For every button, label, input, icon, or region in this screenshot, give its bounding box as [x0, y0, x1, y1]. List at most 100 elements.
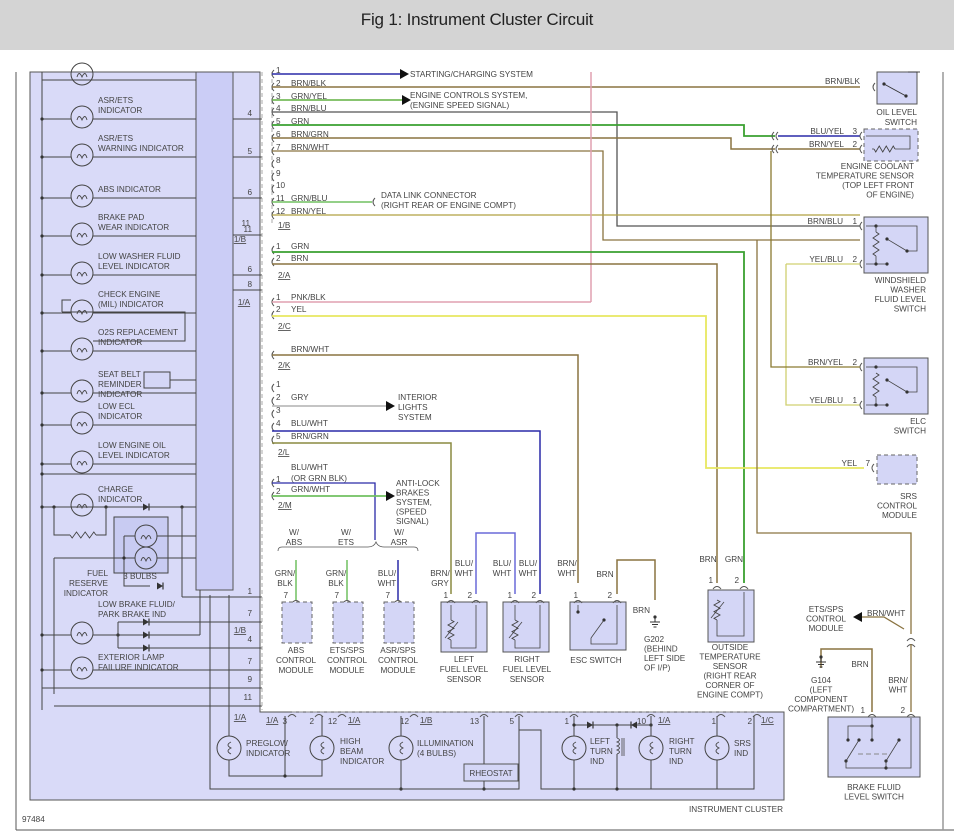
bus-junction: [40, 311, 44, 315]
indicator-label: INDICATOR: [246, 749, 290, 758]
arrow-right-icon: [402, 95, 411, 105]
connector-pin-icon: [271, 184, 275, 194]
connector-pin-icon: [716, 714, 726, 718]
fuel-wire: [123, 536, 150, 587]
module-label: MODULE: [882, 511, 918, 520]
connector-pin-icon: [859, 221, 863, 231]
wire: [847, 725, 872, 740]
module-label: CONTROL: [327, 656, 367, 665]
junction-dot: [904, 94, 908, 98]
indicator-label: INDICATOR: [98, 338, 142, 347]
wire-color-label: BLK: [328, 579, 344, 588]
charge-resistor-icon: [69, 531, 97, 539]
ground-label: (BEHIND: [644, 645, 678, 654]
pin-number: 3: [852, 127, 857, 136]
switch-label: FLUID LEVEL: [875, 295, 927, 304]
pin-number: 1: [276, 475, 281, 484]
indicator-label: RIGHT: [669, 737, 694, 746]
wire-color-label: BRN/WHT: [291, 345, 329, 354]
wire-color-label: WHT: [455, 569, 474, 578]
pin-number: 1: [276, 293, 281, 302]
charge-diode-icon: [143, 503, 149, 511]
arrow-left-icon: [853, 612, 862, 622]
right-fuel-sensor-box: [502, 601, 550, 653]
connector-pin-icon: [859, 131, 863, 141]
mil-loop: [61, 299, 71, 312]
pin-number: 5: [276, 117, 281, 126]
filament-icon: [76, 348, 88, 354]
connector-pin-icon: [271, 310, 275, 320]
esc-switch-box: [569, 601, 627, 651]
indicator-label: IND: [734, 749, 748, 758]
wire-color-label: BRN: [633, 606, 650, 615]
pin-number: 3: [276, 92, 281, 101]
junction-dot: [857, 738, 861, 742]
indicator-label: INDICATOR: [98, 106, 142, 115]
module-label: SRS: [900, 492, 917, 501]
sensor-label: (RIGHT REAR: [703, 672, 756, 681]
wire-color-label: BRN: [596, 570, 613, 579]
connector-pin-icon: [446, 600, 456, 604]
module-label: ASR/SPS: [380, 646, 416, 655]
connector-label: 1/A: [238, 298, 251, 307]
wire-color-label: GRN/BLU: [291, 194, 327, 203]
pin-number: 7: [334, 591, 339, 600]
connector-pin-icon: [859, 144, 863, 154]
wire-color-label: GRY: [291, 393, 309, 402]
switch-label: OIL LEVEL: [876, 108, 917, 117]
pin-number: 7: [247, 609, 252, 618]
pin-number: 1: [852, 396, 857, 405]
pin-number: 13: [470, 717, 480, 726]
connector-pin-icon: [872, 82, 876, 92]
wire: [876, 366, 918, 393]
system-label: (RIGHT REAR OF ENGINE COMPT): [381, 201, 516, 210]
figure-header: Fig 1: Instrument Cluster Circuit: [0, 0, 954, 50]
junction-dot: [122, 556, 126, 560]
filament-icon: [227, 741, 233, 755]
brake-diode-icon: [143, 631, 149, 639]
junction-dot: [40, 668, 44, 672]
outside-temp-sensor-box: [707, 589, 755, 643]
indicator-label: INDICATOR: [98, 412, 142, 421]
pin-number: 1: [860, 706, 865, 715]
bus-junction: [40, 155, 44, 159]
indicator-bulb-icon: [70, 261, 94, 285]
pin-number: 1: [708, 576, 713, 585]
junction-dot: [885, 237, 889, 241]
sensor-label: OUTSIDE: [712, 643, 749, 652]
wire-color-label: BRN/YEL: [809, 140, 844, 149]
wire-color-label: BRN/BLU: [808, 217, 844, 226]
variant-label: W/: [289, 528, 300, 537]
elc-switch-box: [863, 357, 929, 415]
arrow-right-icon: [386, 401, 395, 411]
ground-label: COMPONENT: [794, 695, 847, 704]
pin-number: 1: [276, 66, 281, 75]
ground-dot: [653, 615, 657, 619]
filament-icon: [140, 557, 152, 563]
filament-icon: [76, 233, 88, 239]
wire-brn-wht-2k: [272, 354, 579, 583]
module-label: ABS: [288, 646, 305, 655]
connector-pin-icon: [867, 714, 877, 718]
junction-dot: [602, 618, 606, 622]
brake-diode-icon: [143, 618, 149, 626]
wire-color-label: BRN/: [557, 559, 577, 568]
connector-pin-icon: [471, 600, 481, 604]
bus-junction: [40, 273, 44, 277]
pin-number: 1: [276, 380, 281, 389]
module-label: ETS/SPS: [330, 646, 365, 655]
pin-number: 2: [276, 79, 281, 88]
charge-shunt: [96, 507, 107, 536]
indicator-label: SRS: [734, 739, 751, 748]
filament-icon: [76, 154, 88, 160]
charge-bulb-icon: [70, 493, 94, 517]
control-module-box: [281, 601, 313, 644]
wire-color-label: BLU/: [378, 569, 397, 578]
arrow-right-icon: [400, 69, 409, 79]
connector-pin-icon: [271, 396, 275, 406]
wire: [716, 716, 755, 790]
pin-number: 1: [507, 591, 512, 600]
module-label: MODULE: [808, 624, 844, 633]
wire-color-label: GRN/: [326, 569, 347, 578]
junction-dot: [870, 738, 874, 742]
